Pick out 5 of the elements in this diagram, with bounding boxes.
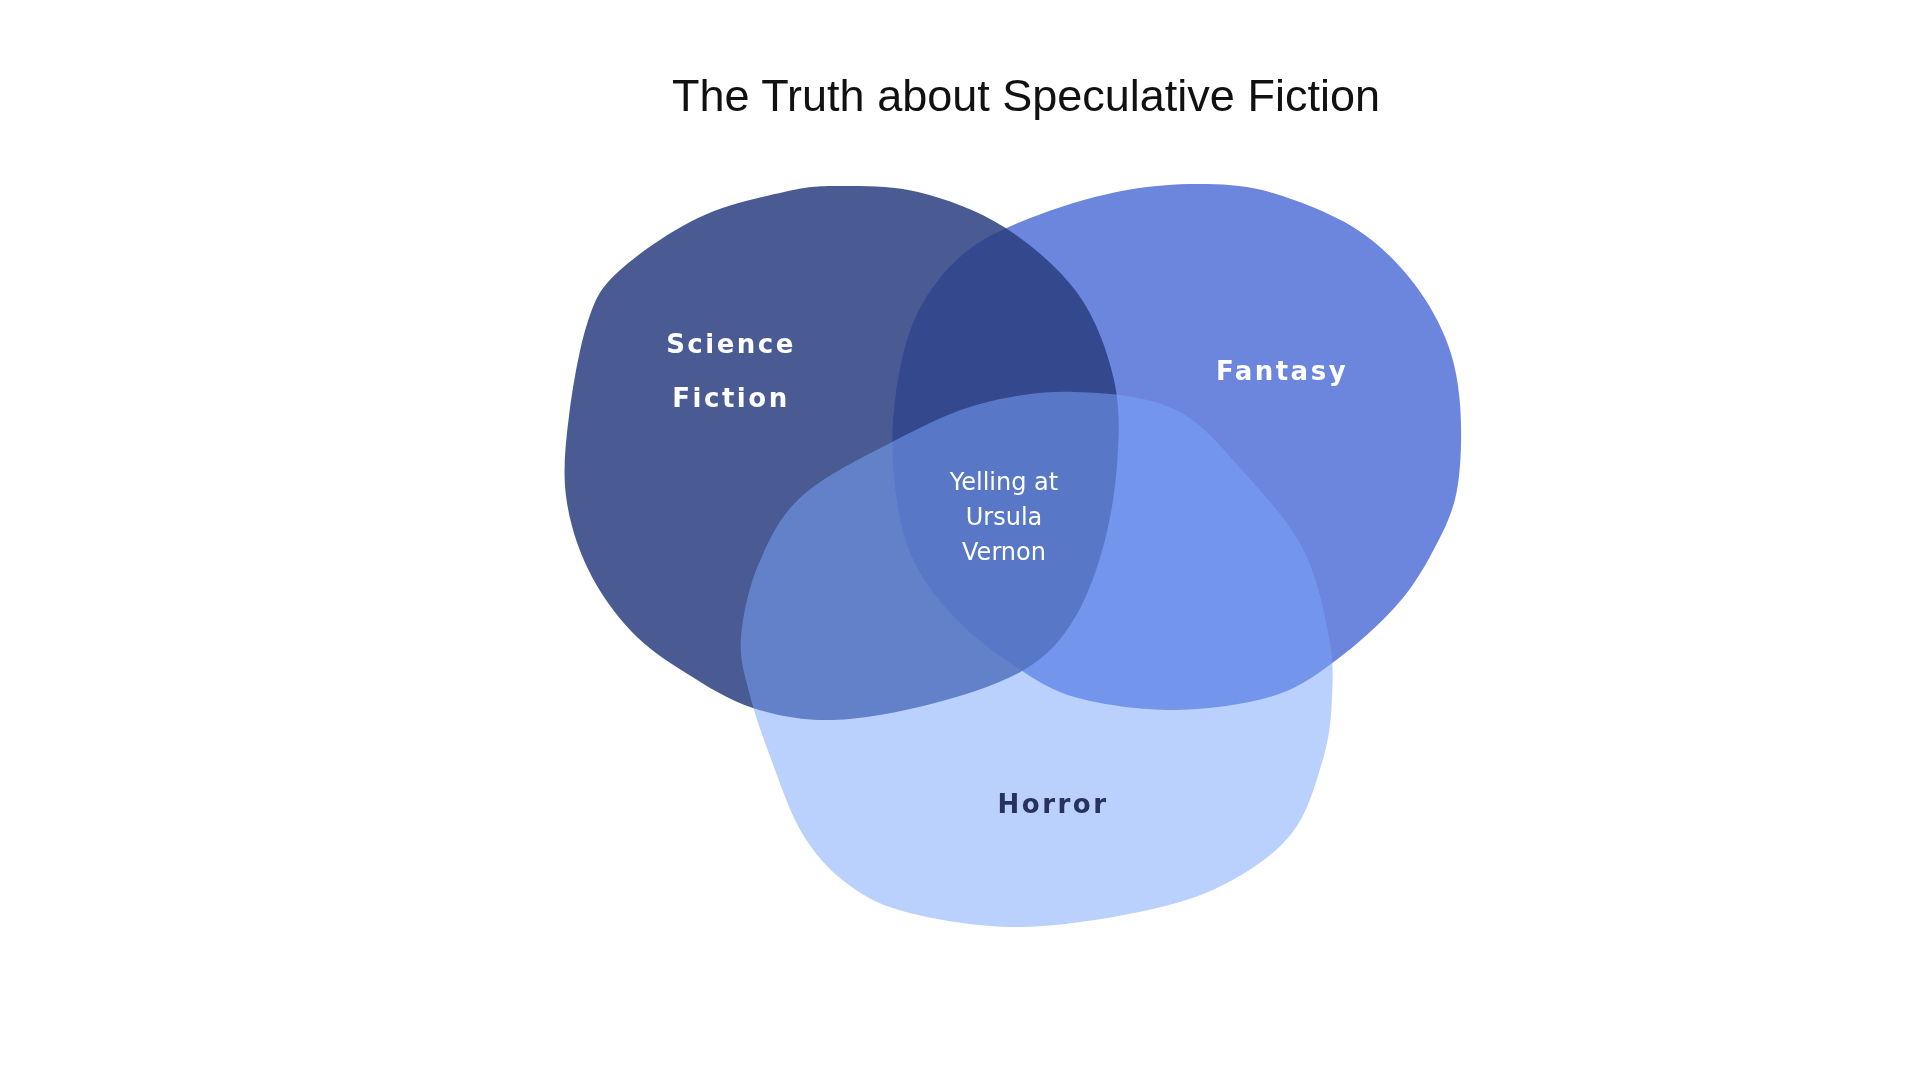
set-label: Fantasy xyxy=(1214,355,1350,388)
set-label: Science Fiction xyxy=(665,328,797,415)
set-label: Horror xyxy=(996,788,1110,821)
diagram-title: The Truth about Speculative Fiction xyxy=(671,70,1381,122)
overlap-label: Yelling at Ursula Vernon xyxy=(948,467,1060,568)
